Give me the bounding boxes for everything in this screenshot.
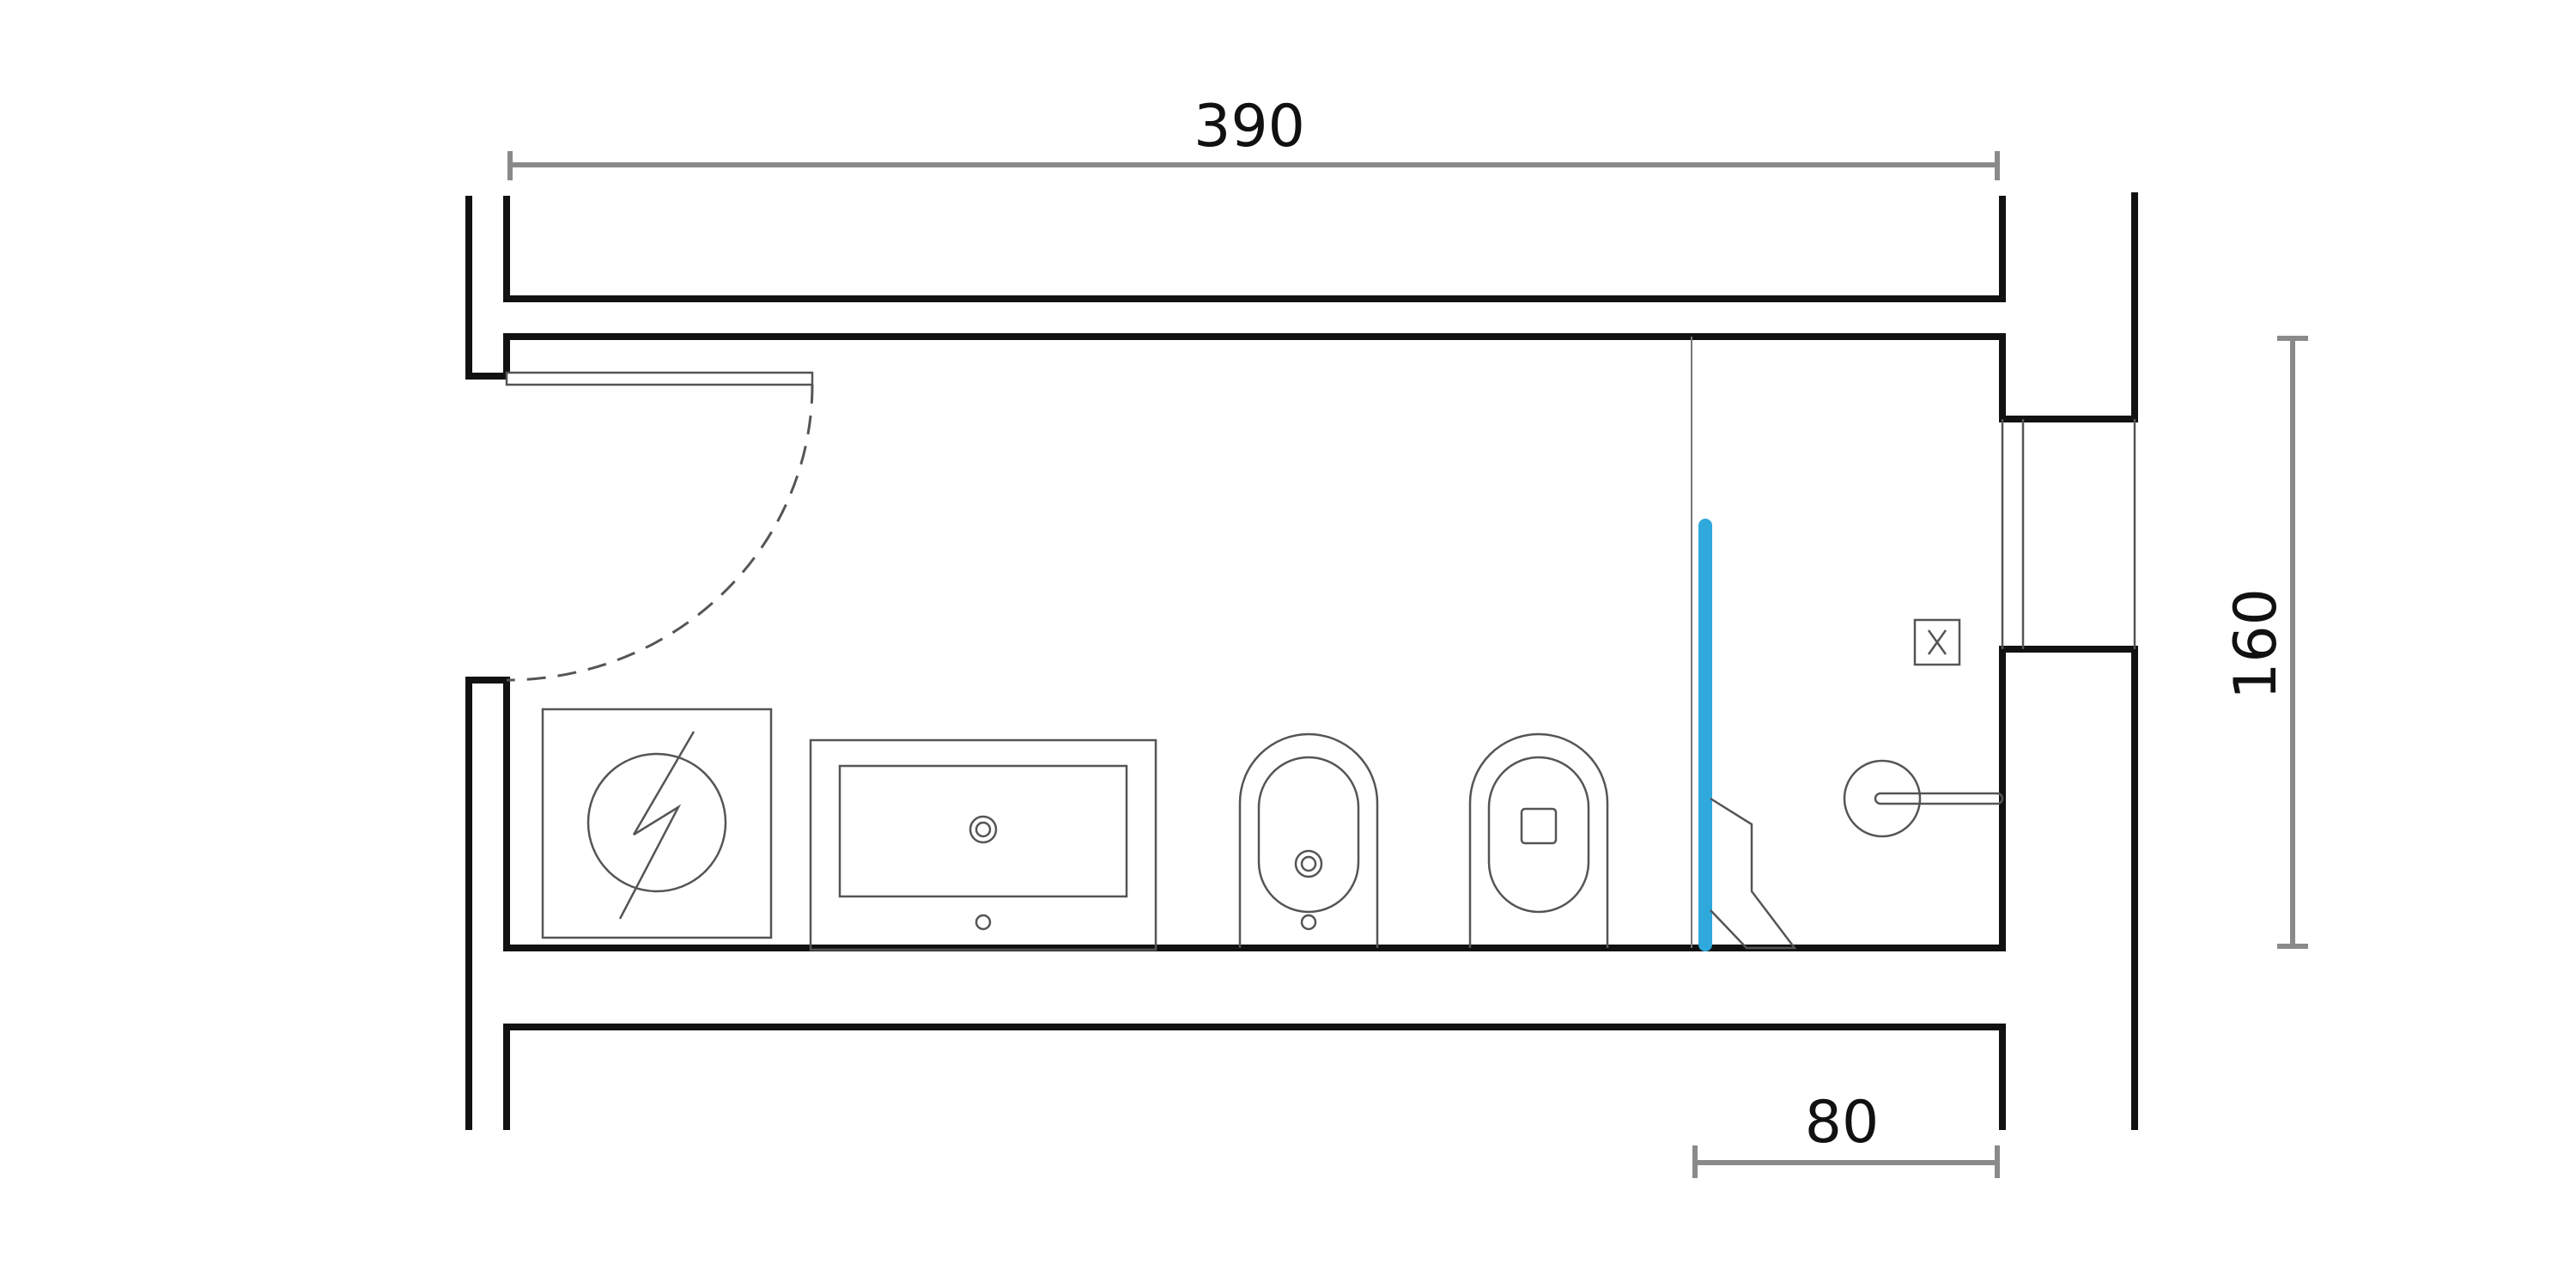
room-bottom-right-wall: [465, 646, 2138, 1130]
door-leaf: [505, 371, 814, 386]
dimension-lines: [507, 151, 2308, 1178]
room-top-right-wall: [465, 192, 2138, 422]
walls: [465, 192, 2138, 1130]
shower-width-dimension-line: [1692, 1145, 2000, 1178]
sink-icon: [809, 738, 1157, 951]
length-dimension-line: [507, 151, 2000, 180]
shower-door-hinge: [1710, 797, 1797, 950]
toilet-icon: [1468, 732, 1609, 948]
shower-width-dimension-label: 80: [1805, 1089, 1880, 1157]
outer-bottom-wall: [503, 1024, 2006, 1130]
outer-top-wall: [503, 196, 2006, 302]
washing-machine-icon: [541, 708, 773, 939]
room-width-dimension-label: 160: [2222, 588, 2290, 700]
length-dimension-label: 390: [1194, 93, 1305, 161]
drain-icon: [1913, 618, 1961, 666]
shower-area: [1691, 337, 2004, 951]
window: [2001, 419, 2136, 649]
door-swing-arc: [506, 384, 814, 682]
shower-head-icon: [1843, 759, 2004, 838]
door: [505, 371, 814, 682]
room-width-dimension-line: [2277, 336, 2308, 949]
bidet-icon: [1238, 732, 1379, 948]
